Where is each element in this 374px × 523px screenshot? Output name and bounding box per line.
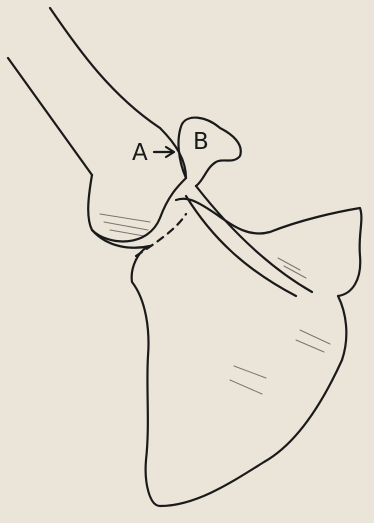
label-a: A — [132, 142, 148, 165]
humerus-shaft — [50, 8, 160, 128]
humerus-shaft — [8, 58, 92, 175]
coracoid-process — [179, 118, 241, 186]
scapula-spine — [196, 186, 312, 292]
hatching — [110, 230, 144, 236]
hatching — [234, 366, 266, 378]
hatching — [230, 380, 262, 394]
hatching — [296, 340, 324, 352]
scapula-outline — [132, 199, 362, 506]
hatching — [300, 330, 330, 344]
hatching — [100, 214, 150, 222]
label-b: B — [193, 131, 209, 154]
hatching — [104, 222, 148, 230]
scapula-spine-lower — [186, 196, 296, 296]
